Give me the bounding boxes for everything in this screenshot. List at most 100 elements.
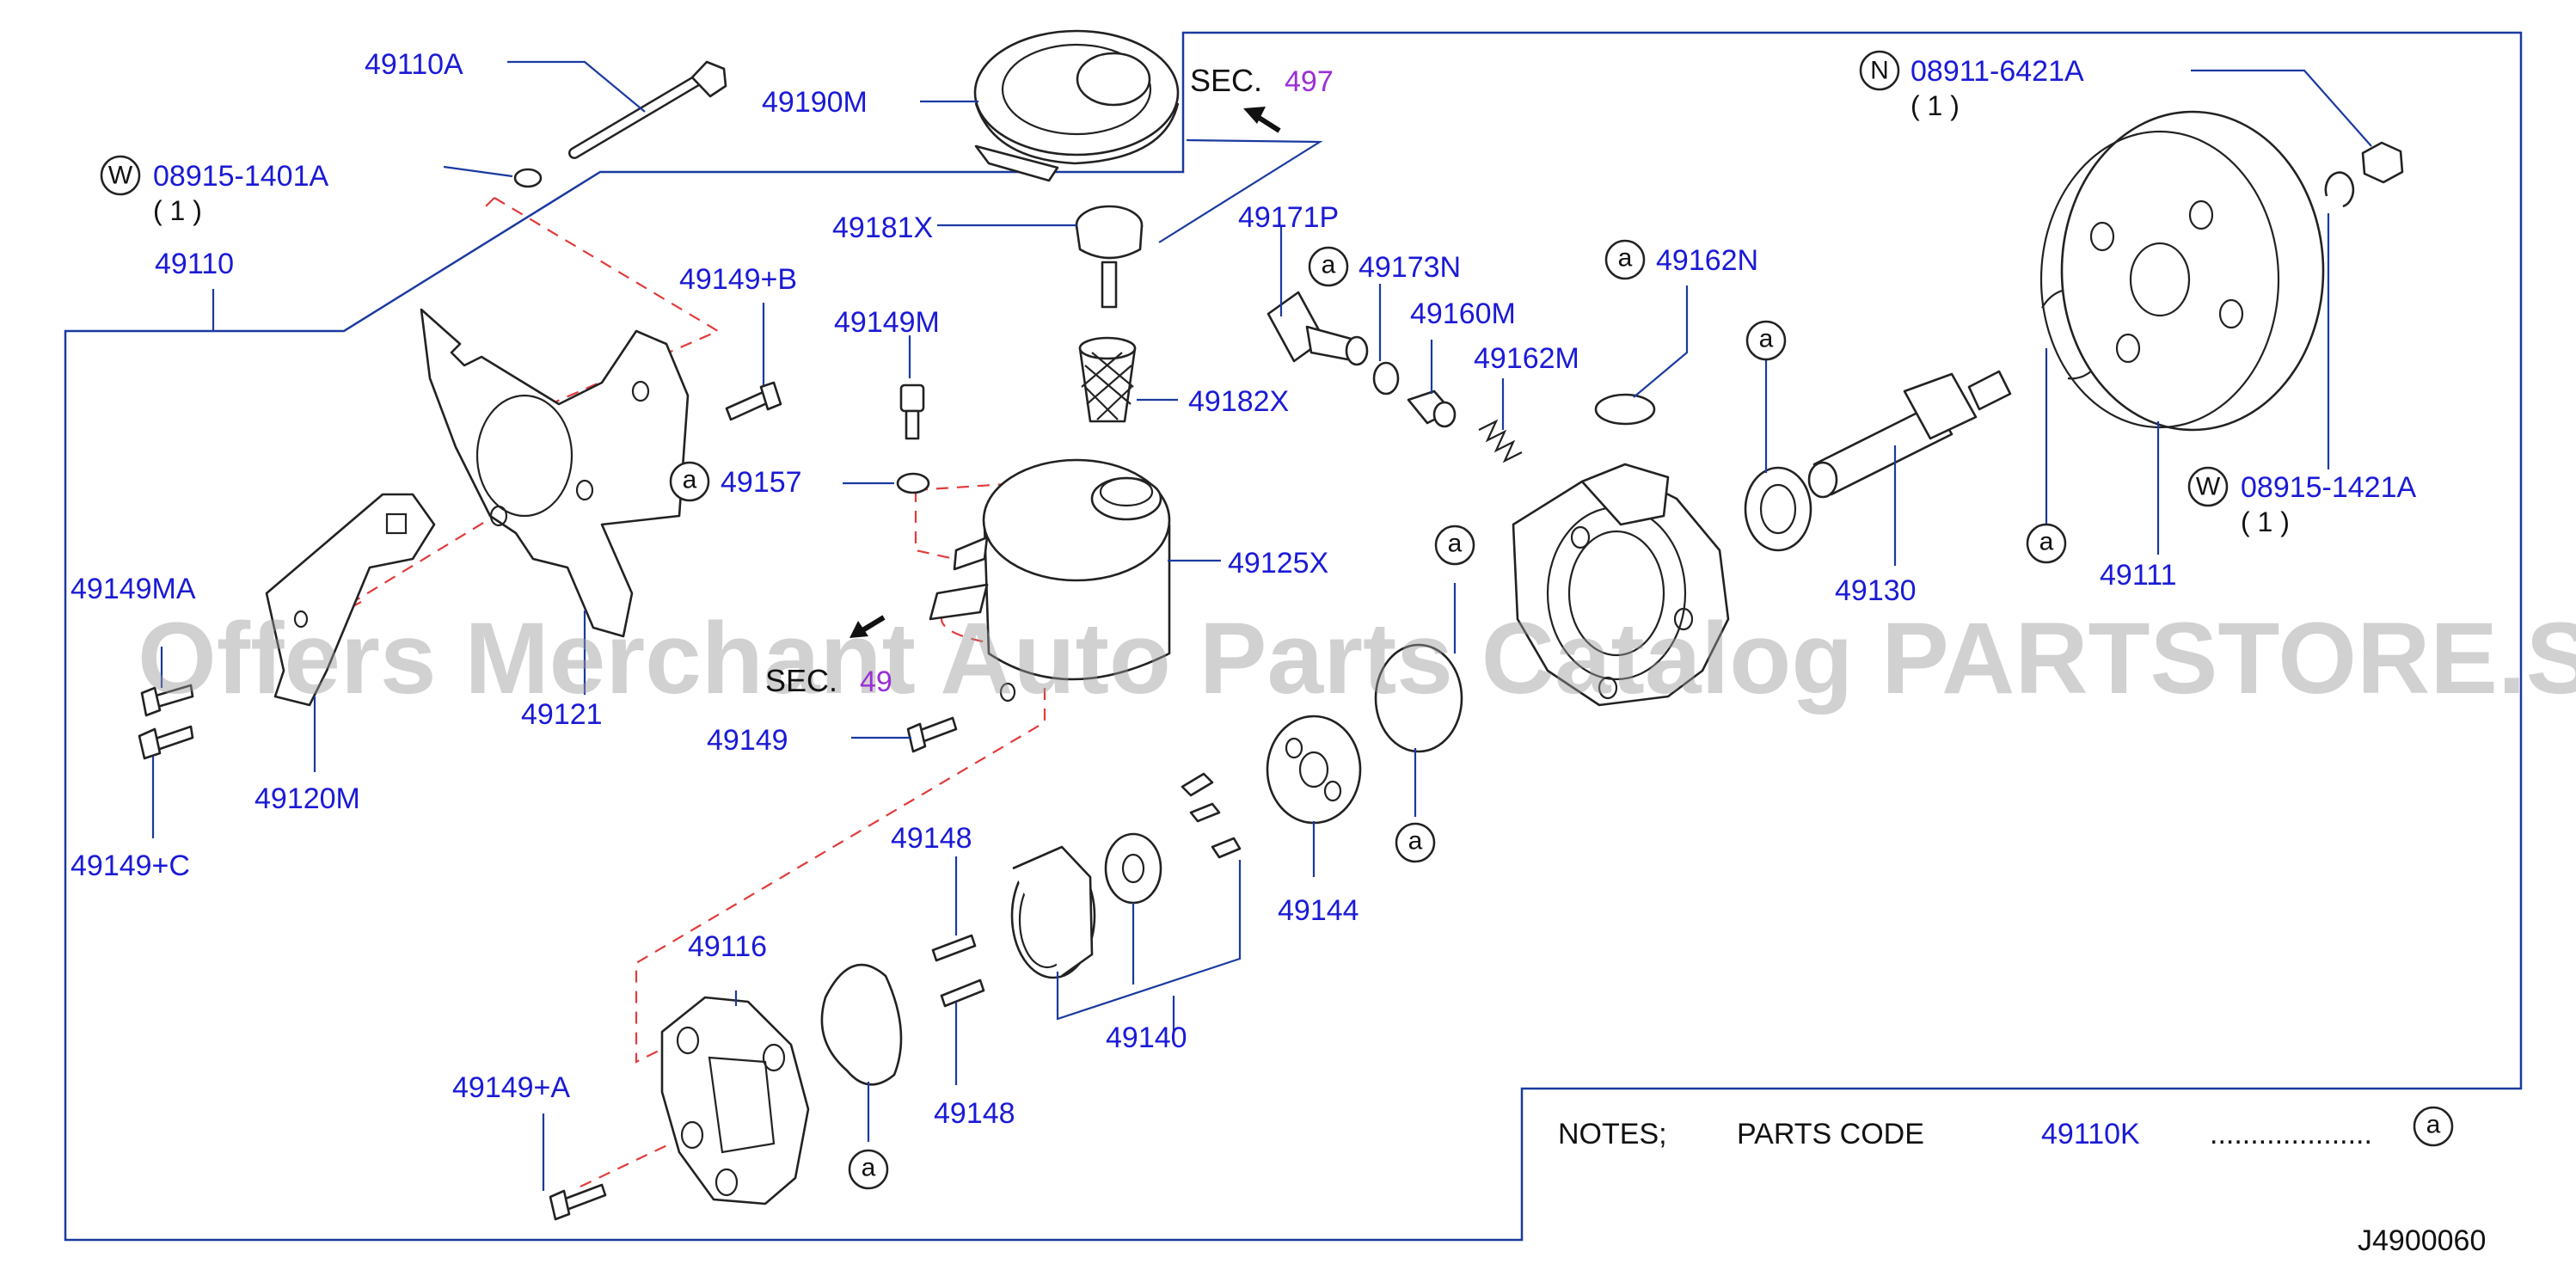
assembly-frame: [64, 31, 2523, 1242]
pins-49148: [931, 934, 985, 1008]
symbol-a-circle-pump-top: [1434, 525, 1475, 566]
long-bolt-49110A: [568, 60, 727, 159]
symbol-a-circle-49157: [669, 461, 710, 502]
label-49149B: 49149+B: [679, 263, 797, 296]
label-08915-1421A: 08915-1421A: [2241, 471, 2417, 504]
sec-arrow-top: [1243, 107, 1281, 133]
symbol-a-circle-oring: [1395, 822, 1436, 863]
symbol-a-pump-top: a: [1448, 530, 1463, 558]
notes-label: NOTES;: [1558, 1118, 1667, 1150]
symbol-w-1401: W: [108, 162, 133, 190]
label-08915-1421A-qty: ( 1 ): [2241, 506, 2290, 537]
oring-49173N: [1372, 361, 1400, 396]
label-49149A: 49149+A: [452, 1071, 570, 1104]
label-49144: 49144: [1278, 894, 1359, 927]
pump-body: [1512, 463, 1730, 707]
plate-49144: [1266, 715, 1362, 825]
symbol-a-circle-gasket: [848, 1149, 889, 1190]
symbol-a-seal: a: [1759, 325, 1774, 353]
bracket-49121: [420, 308, 690, 638]
symbol-a-gasket: a: [862, 1154, 876, 1182]
valve-49160M: [1407, 390, 1457, 428]
cap-49190M: [973, 29, 1180, 182]
filler-cap-49181X: [1075, 205, 1144, 309]
oil-seal: [1744, 466, 1812, 552]
bolt-49149M: [899, 383, 925, 440]
notes-dots: ....................: [2210, 1118, 2372, 1150]
symbol-a-49173N: a: [1322, 251, 1336, 279]
label-49111: 49111: [2100, 559, 2177, 592]
bracket-49120M: [265, 493, 436, 707]
label-08911-6421A: 08911-6421A: [1911, 55, 2084, 88]
symbol-w-1421: W: [2196, 473, 2221, 501]
bolt-49149MA: [140, 684, 194, 717]
label-49116: 49116: [688, 930, 767, 963]
label-49140: 49140: [1106, 1021, 1187, 1054]
label-49121: 49121: [521, 698, 603, 731]
spring-49162M: [1478, 419, 1523, 463]
reservoir-49125X: [929, 458, 1171, 702]
washer-08915-1421A: [2324, 171, 2355, 208]
gasket-rear: [820, 963, 903, 1086]
label-49149M: 49149M: [834, 306, 940, 339]
symbol-a-oring: a: [1408, 827, 1423, 856]
symbol-n: N: [1870, 57, 1889, 85]
label-49181X: 49181X: [832, 212, 933, 244]
symbol-a-circle-notes: [2413, 1106, 2454, 1147]
label-49148-lower: 49148: [934, 1097, 1015, 1130]
bolt-49149: [906, 716, 958, 753]
cam-ring-49140: [1010, 845, 1096, 979]
sec-arrow-mid: [849, 615, 886, 638]
label-sec-mid: SEC.: [765, 663, 837, 698]
label-49157: 49157: [721, 466, 802, 499]
notes-parts-code-value: 49110K: [2041, 1118, 2140, 1150]
label-49120M: 49120M: [255, 782, 360, 815]
symbol-a-circle-49173N: [1308, 246, 1349, 287]
symbol-a-49162N: a: [1618, 244, 1633, 273]
symbol-w-circle-1401: [100, 155, 141, 196]
nut-08911-6421A: [2361, 141, 2404, 184]
fitting-49171P: [1267, 291, 1369, 366]
label-49148-upper: 49148: [891, 822, 972, 855]
strainer-49182X: [1078, 336, 1137, 423]
label-08915-1401A: 08915-1401A: [153, 160, 329, 193]
gasket-49144-oring: [1374, 643, 1463, 753]
label-49149MA: 49149MA: [71, 573, 196, 605]
label-08915-1401A-qty: ( 1 ): [153, 195, 202, 226]
label-49190M: 49190M: [762, 86, 868, 119]
label-49162M: 49162M: [1474, 342, 1579, 375]
label-49130: 49130: [1835, 574, 1917, 607]
rear-cover-49116: [660, 996, 810, 1205]
label-49173N: 49173N: [1359, 251, 1461, 284]
label-sec-top-number: 497: [1285, 65, 1334, 98]
label-49149C: 49149+C: [71, 850, 190, 882]
symbol-a-49157: a: [683, 466, 697, 494]
symbol-n-circle: [1859, 50, 1900, 91]
bolt-49149A: [549, 1183, 607, 1221]
label-49162N: 49162N: [1656, 244, 1758, 277]
label-49160M: 49160M: [1410, 298, 1516, 330]
label-49171P: 49171P: [1238, 201, 1339, 234]
watermark: Offers Merchant Auto Parts Catalog PARTS…: [138, 602, 2576, 715]
label-49125X: 49125X: [1228, 547, 1328, 580]
vanes-49140: [1181, 772, 1242, 859]
symbol-a-circle-snap: [2026, 523, 2067, 564]
label-49149: 49149: [707, 724, 788, 757]
symbol-a-snap: a: [2039, 528, 2054, 556]
diagram-code: J4900060: [2358, 1224, 2486, 1257]
label-49182X: 49182X: [1188, 385, 1289, 418]
label-sec-mid-number: 49: [860, 666, 892, 698]
symbol-w-circle-1421: [2187, 466, 2229, 507]
washer-08915-1401A: [513, 168, 543, 188]
bolt-49149B: [725, 381, 782, 421]
label-49110A: 49110A: [365, 48, 463, 81]
rotor-49140: [1104, 832, 1162, 905]
notes-parts-code-label: PARTS CODE: [1737, 1118, 1924, 1150]
seal-49162N: [1594, 393, 1656, 426]
shaft-49130: [1807, 370, 2012, 499]
leader-lines: [151, 60, 2372, 1191]
pulley-49111: [2039, 110, 2325, 432]
washer-49157: [896, 472, 930, 494]
symbol-a-circle-49162N: [1604, 239, 1646, 280]
